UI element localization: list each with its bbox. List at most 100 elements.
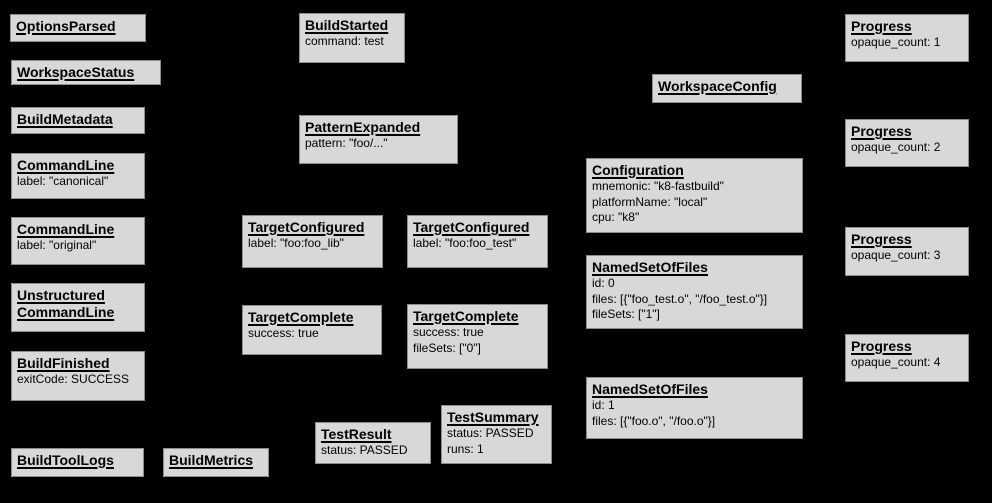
event-field: label: "foo:foo_lib"	[248, 236, 344, 250]
event-field: id: 1	[592, 398, 615, 412]
event-field: mnemonic: "k8-fastbuild"	[592, 179, 724, 193]
event-title: TargetComplete	[413, 308, 542, 325]
event-title-text: TargetComplete	[248, 309, 354, 325]
event-title-text: CommandLine	[17, 304, 115, 320]
event-field: opaque_count: 4	[851, 355, 941, 369]
event-title-text: Progress	[851, 18, 912, 34]
node-progress-3: Progress opaque_count: 3	[845, 227, 969, 276]
event-title-text: OptionsParsed	[16, 18, 116, 34]
event-title-text: Progress	[851, 338, 912, 354]
event-title: Progress	[851, 231, 963, 248]
event-field: opaque_count: 1	[851, 35, 941, 49]
event-field: status: PASSED	[321, 443, 408, 457]
node-build-metrics: BuildMetrics	[163, 448, 269, 477]
node-named-set-of-files-1: NamedSetOfFiles id: 1 files: [{"foo.o", …	[586, 377, 803, 439]
event-title: TargetConfigured	[413, 219, 542, 236]
node-build-metadata: BuildMetadata	[11, 107, 145, 134]
event-field: files: [{"foo_test.o", "/foo_test.o"}]	[592, 291, 768, 306]
node-workspace-config: WorkspaceConfig	[652, 74, 802, 103]
event-title-text: BuildToolLogs	[17, 452, 114, 468]
event-field: opaque_count: 2	[851, 140, 941, 154]
node-configuration: Configuration mnemonic: "k8-fastbuild" p…	[586, 158, 803, 233]
event-field: cpu: "k8"	[592, 210, 640, 224]
event-title: Unstructured CommandLine	[17, 287, 139, 321]
event-title-text: Progress	[851, 123, 912, 139]
event-title: BuildToolLogs	[17, 452, 138, 469]
node-build-started: BuildStarted command: test	[299, 13, 405, 63]
node-target-configured-foo-test: TargetConfigured label: "foo:foo_test"	[407, 215, 548, 268]
event-field: status: PASSED	[447, 426, 534, 440]
event-title: OptionsParsed	[16, 18, 140, 35]
event-field: id: 0	[592, 276, 615, 290]
node-build-finished: BuildFinished exitCode: SUCCESS	[11, 351, 145, 401]
event-field: pattern: "foo/..."	[305, 136, 388, 150]
event-field: fileSets: ["1"]	[592, 307, 660, 321]
event-title: NamedSetOfFiles	[592, 381, 797, 398]
event-title: BuildMetrics	[169, 452, 263, 469]
node-target-configured-foo-lib: TargetConfigured label: "foo:foo_lib"	[242, 215, 383, 268]
event-field: fileSets: ["0"]	[413, 340, 481, 355]
event-title: PatternExpanded	[305, 119, 452, 136]
event-title: CommandLine	[17, 157, 139, 174]
event-title-text: TestSummary	[447, 409, 539, 425]
node-workspace-status: WorkspaceStatus	[11, 60, 161, 85]
event-title-text: TargetConfigured	[413, 219, 530, 235]
event-title-text: Progress	[851, 231, 912, 247]
node-target-complete-foo-lib: TargetComplete success: true	[242, 305, 382, 355]
event-title: TestSummary	[447, 409, 546, 426]
event-field: opaque_count: 3	[851, 248, 941, 262]
event-field: label: "original"	[17, 238, 97, 252]
event-title-text: NamedSetOfFiles	[592, 259, 708, 275]
event-title: Progress	[851, 123, 963, 140]
node-test-result: TestResult status: PASSED	[315, 422, 431, 464]
event-field: files: [{"foo.o", "/foo.o"}]	[592, 413, 716, 428]
event-title: Progress	[851, 18, 963, 35]
event-title: Progress	[851, 338, 963, 355]
event-field: label: "canonical"	[17, 174, 109, 188]
node-command-line-original: CommandLine label: "original"	[11, 217, 145, 265]
event-title-text: TargetConfigured	[248, 219, 365, 235]
event-field: success: true	[413, 325, 484, 339]
event-title: WorkspaceStatus	[17, 64, 155, 81]
event-title: BuildFinished	[17, 355, 139, 372]
event-field: exitCode: SUCCESS	[17, 372, 130, 386]
event-title-text: TargetComplete	[413, 308, 519, 324]
node-unstructured-command-line: Unstructured CommandLine	[11, 283, 145, 332]
event-title: NamedSetOfFiles	[592, 259, 797, 276]
node-target-complete-foo-test: TargetComplete success: true fileSets: […	[407, 304, 548, 369]
node-options-parsed: OptionsParsed	[10, 14, 146, 42]
node-command-line-canonical: CommandLine label: "canonical"	[11, 153, 145, 199]
node-progress-4: Progress opaque_count: 4	[845, 334, 969, 382]
event-title: WorkspaceConfig	[658, 78, 796, 95]
event-title: BuildStarted	[305, 17, 399, 34]
event-title-text: CommandLine	[17, 221, 115, 237]
node-named-set-of-files-0: NamedSetOfFiles id: 0 files: [{"foo_test…	[586, 255, 803, 329]
event-title-text: BuildMetadata	[17, 111, 113, 127]
event-title-text: Unstructured	[17, 287, 105, 303]
event-title-text: PatternExpanded	[305, 119, 421, 135]
event-title: CommandLine	[17, 221, 139, 238]
event-title: TargetComplete	[248, 309, 376, 326]
event-title: Configuration	[592, 162, 797, 179]
event-title-text: BuildFinished	[17, 355, 110, 371]
event-field: runs: 1	[447, 441, 484, 456]
event-field: platformName: "local"	[592, 194, 708, 209]
event-field: command: test	[305, 34, 384, 48]
event-title: BuildMetadata	[17, 111, 139, 128]
node-progress-2: Progress opaque_count: 2	[845, 119, 969, 167]
event-title-text: TestResult	[321, 426, 392, 442]
event-field: label: "foo:foo_test"	[413, 236, 517, 250]
event-title-text: BuildMetrics	[169, 452, 254, 468]
event-title-text: Configuration	[592, 162, 684, 178]
event-title-text: WorkspaceConfig	[658, 78, 777, 94]
event-title-text: BuildStarted	[305, 17, 389, 33]
node-progress-1: Progress opaque_count: 1	[845, 14, 969, 62]
event-title-text: CommandLine	[17, 157, 115, 173]
node-build-tool-logs: BuildToolLogs	[11, 448, 144, 477]
event-title: TestResult	[321, 426, 425, 443]
event-title: TargetConfigured	[248, 219, 377, 236]
event-title-text: WorkspaceStatus	[17, 64, 135, 80]
event-field: success: true	[248, 326, 319, 340]
node-pattern-expanded: PatternExpanded pattern: "foo/..."	[299, 115, 458, 164]
